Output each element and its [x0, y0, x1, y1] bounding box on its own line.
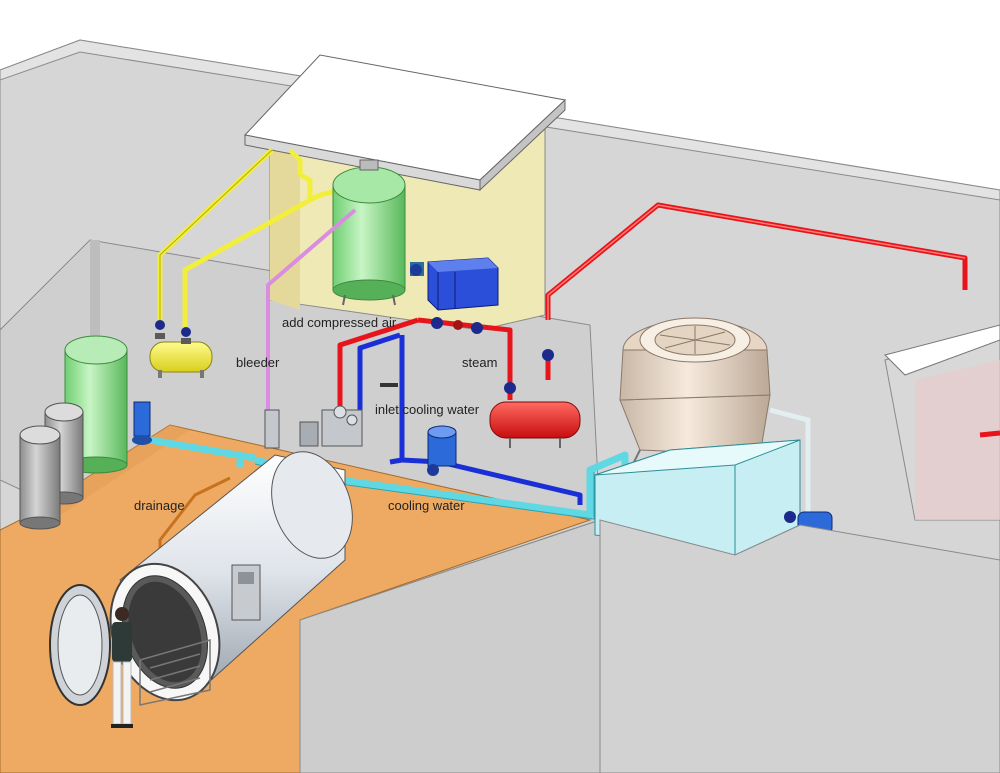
right-room-inner — [915, 360, 1000, 520]
back-wall-top — [0, 39, 1000, 201]
outdoor-ground — [599, 519, 1000, 773]
front-partition — [299, 519, 601, 773]
operator-figure — [111, 607, 133, 728]
label-bleeder: bleeder — [236, 355, 280, 370]
label-cooling-water: cooling water — [388, 498, 465, 513]
compressed-air-pipe-outline — [159, 149, 273, 330]
label-add-compressed-air: add compressed air — [282, 315, 397, 330]
water-pump-blue — [132, 401, 152, 445]
bleeder-pipe — [266, 208, 357, 410]
label-drainage: drainage — [134, 498, 185, 513]
control-box — [410, 257, 499, 311]
air-receiver-tank — [149, 341, 213, 378]
canopy-roof-side — [479, 98, 566, 192]
tower-return-pipe — [769, 407, 811, 515]
air-valve-icon — [155, 320, 191, 344]
loading-cart — [139, 639, 211, 706]
retort-vessel — [109, 451, 353, 702]
vertical-air-tank — [332, 159, 406, 306]
retort-door — [49, 584, 111, 706]
cooling-pump — [427, 425, 457, 476]
cooling-water-basin — [594, 439, 801, 556]
label-steam: steam — [462, 355, 498, 370]
steam-separator-tank — [489, 401, 581, 448]
inlet-cooling-water-pipe — [357, 332, 583, 505]
filter-tank-grey-2 — [19, 425, 61, 530]
steam-valve-icon — [380, 317, 554, 394]
cooling-tower — [619, 317, 771, 476]
label-inlet-cooling-water: inlet cooling water — [375, 402, 480, 417]
right-room-roof — [884, 324, 1000, 376]
steam-pipe-highlight — [547, 204, 966, 320]
utility-room-left-wall — [270, 140, 300, 310]
retort-top-fittings — [264, 405, 363, 449]
